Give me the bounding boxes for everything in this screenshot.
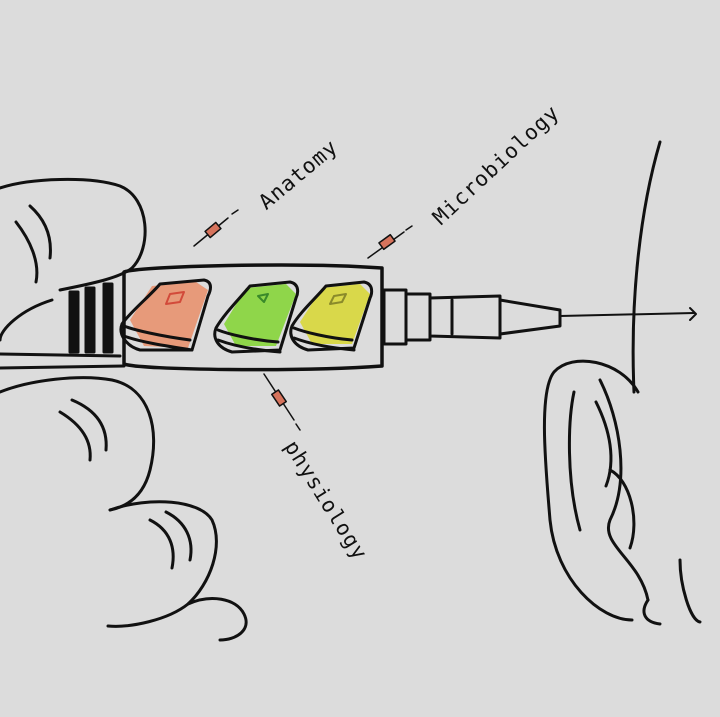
ear-drawing [542,140,702,626]
syringe-drawing [0,263,697,372]
mini-syringe-icon [367,225,413,259]
mini-syringe-icon [193,209,239,247]
book-physiology [289,280,374,352]
book-microbiology [213,280,300,354]
mini-syringe-icon [263,373,301,431]
hand-drawing [0,177,248,642]
book-anatomy [119,278,212,352]
